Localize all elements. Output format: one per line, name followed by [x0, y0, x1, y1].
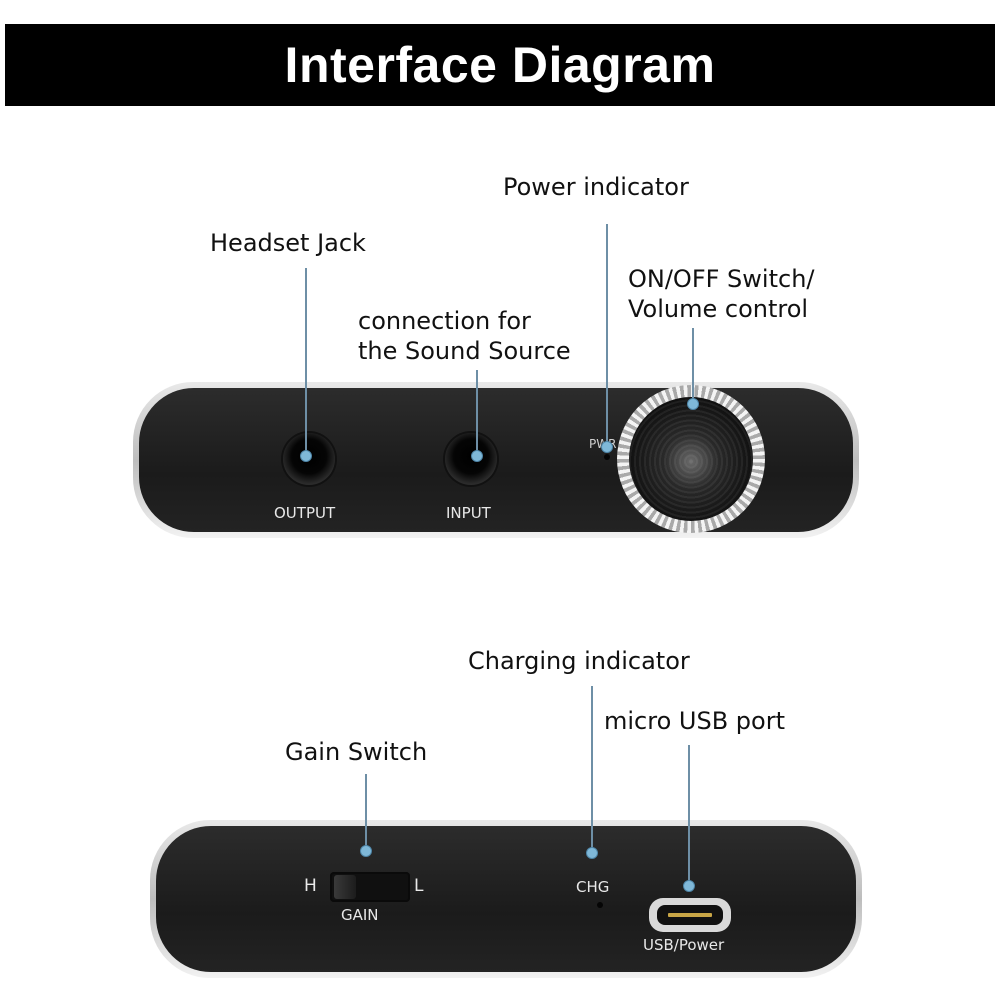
callout-headset-jack-text: Headset Jack: [210, 229, 366, 257]
micro-usb-port[interactable]: [649, 898, 731, 932]
leader-sound-source: [476, 370, 478, 456]
volume-knob[interactable]: [617, 385, 765, 533]
micro-usb-socket: [657, 905, 723, 925]
callout-onoff-volume-line-1: ON/OFF Switch/: [628, 265, 815, 293]
callout-gain-switch: Gain Switch: [285, 737, 427, 767]
gain-h-label: H: [304, 876, 317, 896]
marker-micro-usb: [683, 880, 695, 892]
callout-sound-source-line-2: the Sound Source: [358, 337, 571, 365]
micro-usb-contacts: [668, 913, 712, 917]
page-title: Interface Diagram: [284, 37, 716, 93]
gain-label: GAIN: [341, 906, 379, 924]
callout-micro-usb: micro USB port: [604, 706, 785, 736]
gain-switch-slider[interactable]: [334, 875, 356, 899]
rear-panel-face: H L GAIN CHG USB/Power: [156, 826, 856, 972]
amplifier-front-panel: OUTPUT INPUT PWR: [133, 382, 859, 538]
callout-power-indicator-text: Power indicator: [503, 173, 689, 201]
callout-gain-switch-text: Gain Switch: [285, 738, 428, 766]
callout-sound-source-line-1: connection for: [358, 307, 531, 335]
marker-sound-source: [471, 450, 483, 462]
leader-volume-control: [692, 328, 694, 404]
front-panel-face: OUTPUT INPUT PWR: [139, 385, 853, 533]
charging-indicator-led: [597, 902, 603, 908]
title-banner: Interface Diagram: [5, 24, 995, 106]
callout-onoff-volume: ON/OFF Switch/ Volume control: [628, 264, 815, 324]
input-label: INPUT: [446, 504, 491, 522]
callout-charging-indicator: Charging indicator: [468, 646, 690, 676]
callout-micro-usb-text: micro USB port: [604, 707, 785, 735]
amplifier-rear-panel: H L GAIN CHG USB/Power: [150, 820, 862, 978]
marker-volume-control: [687, 398, 699, 410]
callout-headset-jack: Headset Jack: [210, 228, 366, 258]
callout-power-indicator: Power indicator: [503, 172, 689, 202]
usb-power-label: USB/Power: [643, 936, 725, 954]
volume-knob-cap: [629, 397, 753, 521]
output-label: OUTPUT: [274, 504, 336, 522]
leader-gain-switch: [365, 774, 367, 850]
callout-onoff-volume-line-2: Volume control: [628, 295, 809, 323]
leader-power-indicator: [606, 224, 608, 446]
power-indicator-led: [604, 454, 610, 460]
marker-gain-switch: [360, 845, 372, 857]
callout-charging-indicator-text: Charging indicator: [468, 647, 690, 675]
leader-headset-jack: [305, 268, 307, 456]
marker-power-indicator: [601, 441, 613, 453]
marker-charging-indicator: [586, 847, 598, 859]
callout-sound-source: connection for the Sound Source: [358, 306, 571, 366]
leader-micro-usb: [688, 745, 690, 885]
gain-switch[interactable]: [330, 872, 410, 902]
leader-charging-indicator: [591, 686, 593, 852]
chg-label: CHG: [576, 878, 610, 896]
gain-l-label: L: [414, 876, 424, 896]
marker-headset-jack: [300, 450, 312, 462]
